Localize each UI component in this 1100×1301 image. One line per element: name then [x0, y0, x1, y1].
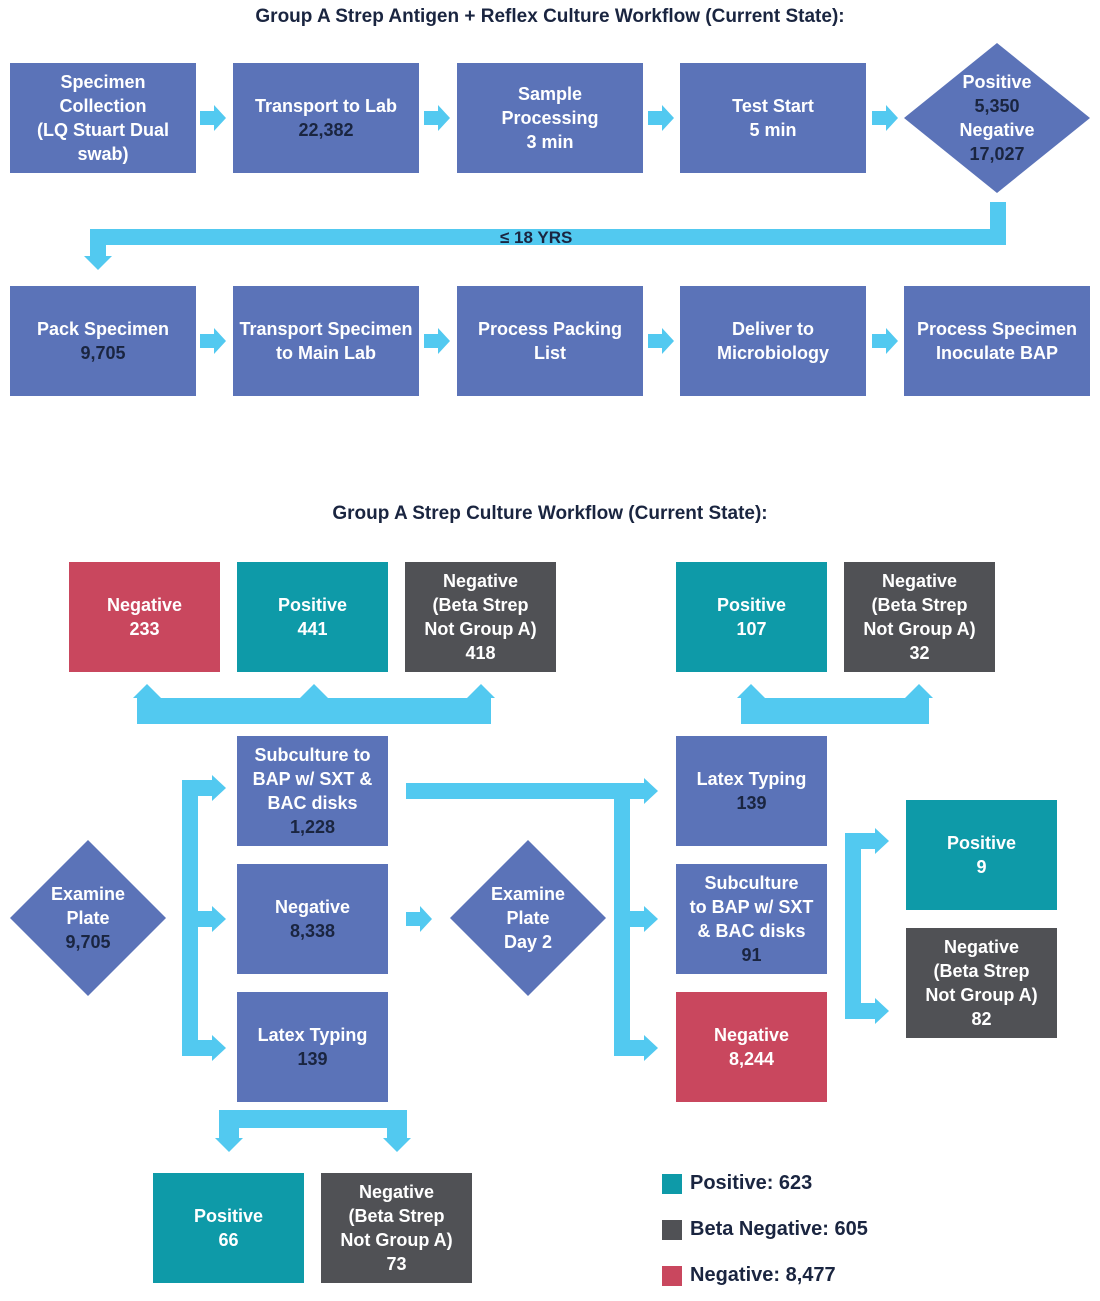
right-results-top-bar — [741, 698, 929, 724]
bottom-right-stub — [387, 1110, 407, 1138]
result-beta-negative-73: Negative(Beta Strep Not Group A)73 — [321, 1173, 472, 1283]
result-beta-negative-418: Negative(Beta Strep Not Group A)418 — [405, 562, 556, 672]
right-results-right-stub — [909, 698, 929, 724]
results-mid-stub — [304, 698, 324, 724]
bottom-bar — [219, 1110, 407, 1128]
right-arrowhead-21 — [875, 828, 889, 854]
legend-beta-negative: Beta Negative: 605 — [662, 1218, 868, 1241]
down-arrowhead-24 — [383, 1138, 411, 1152]
results-right-stub — [471, 698, 491, 724]
bottom-workflow-title: Group A Strep Culture Workflow (Current … — [332, 503, 768, 524]
right-arrowhead-18 — [644, 1035, 658, 1061]
right-arrow-3 — [872, 105, 898, 131]
right-arrow-4 — [200, 328, 226, 354]
result-beta-negative-82: Negative(Beta Strep Not Group A)82 — [906, 928, 1057, 1038]
subculture-line — [406, 783, 630, 799]
right-arrowhead-22 — [875, 998, 889, 1024]
up-arrowhead-13 — [300, 684, 328, 698]
age-criteria-label: ≤ 18 YRS — [500, 228, 573, 247]
down-arrowhead-23 — [215, 1138, 243, 1152]
right-results-left-stub — [741, 698, 761, 724]
up-arrowhead-20 — [905, 684, 933, 698]
day2-top-stub — [614, 783, 644, 799]
right-arrow-6 — [648, 328, 674, 354]
up-arrowhead-12 — [133, 684, 161, 698]
day2-mid-stub — [614, 911, 644, 927]
legend-beta-negative-swatch — [662, 1219, 682, 1240]
elbow-horizontal-bar — [90, 229, 1006, 245]
right-arrowhead-9 — [212, 775, 226, 801]
bracket-mid-stub — [182, 911, 212, 927]
top-workflow-title: Group A Strep Antigen + Reflex Culture W… — [255, 6, 845, 27]
elbow-drop-bar — [90, 229, 106, 256]
day2-bottom-stub — [614, 1040, 644, 1056]
up-arrowhead-19 — [737, 684, 765, 698]
right-arrowhead-11 — [212, 1035, 226, 1061]
bracket-top-stub — [182, 780, 212, 796]
bottom-left-stub — [219, 1110, 239, 1138]
legend-negative: Negative: 8,477 — [662, 1264, 836, 1287]
right-arrow-0 — [200, 105, 226, 131]
down-arrowhead-8 — [84, 256, 112, 270]
right-arrow-2 — [648, 105, 674, 131]
results-left-stub — [137, 698, 157, 724]
right-arrow-15 — [406, 906, 432, 932]
legend-negative-swatch — [662, 1265, 682, 1286]
bracket-bottom-stub — [182, 1040, 212, 1056]
right-arrow-1 — [424, 105, 450, 131]
right-arrowhead-17 — [644, 906, 658, 932]
far-right-bottom-stub — [845, 1003, 875, 1019]
legend-positive-swatch — [662, 1173, 682, 1194]
right-arrowhead-16 — [644, 778, 658, 804]
legend-positive: Positive: 623 — [662, 1172, 812, 1195]
right-arrow-5 — [424, 328, 450, 354]
result-beta-negative-32: Negative(Beta Strep Not Group A)32 — [844, 562, 995, 672]
right-arrowhead-10 — [212, 906, 226, 932]
up-arrowhead-14 — [467, 684, 495, 698]
right-arrow-7 — [872, 328, 898, 354]
far-right-top-stub — [845, 833, 875, 849]
far-right-bracket-vertical — [845, 833, 861, 1019]
